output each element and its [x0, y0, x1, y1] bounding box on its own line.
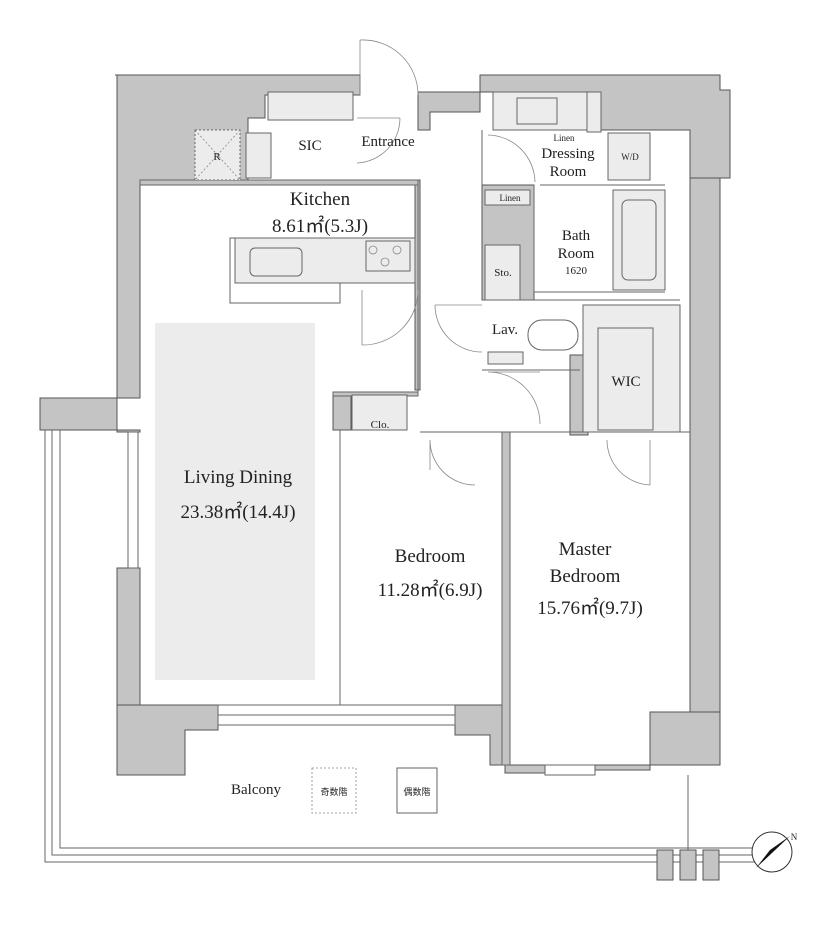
label-odd-floor: 奇数階 — [320, 786, 347, 797]
bath-size: 1620 — [565, 265, 588, 277]
master-area: 15.76㎡(9.7J) — [537, 596, 643, 619]
room-labels: R SIC Entrance Kitchen 8.61㎡(5.3J) Linen… — [180, 133, 642, 798]
master-name-1: Master — [559, 539, 612, 560]
label-wic: WIC — [611, 374, 640, 390]
bedroom-area: 11.28㎡(6.9J) — [378, 578, 483, 601]
doors — [356, 39, 651, 486]
kitchen-area: 8.61㎡(5.3J) — [272, 214, 368, 237]
bedroom-name: Bedroom — [395, 546, 466, 567]
label-clo: Clo. — [371, 419, 390, 431]
living-area: 23.38㎡(14.4J) — [180, 500, 295, 523]
label-even-floor: 偶数階 — [403, 786, 430, 797]
downpipes — [656, 849, 720, 881]
dressing-line1: Dressing — [541, 146, 595, 162]
windows — [44, 430, 760, 863]
label-lav: Lav. — [492, 322, 518, 338]
living-floor — [155, 323, 315, 680]
bath-line1: Bath — [562, 228, 591, 244]
north-arrow-icon: N — [751, 831, 798, 873]
bath-line2: Room — [558, 246, 595, 262]
label-sic: SIC — [298, 138, 321, 154]
label-r: R — [213, 151, 221, 163]
living-name: Living Dining — [184, 467, 293, 488]
label-sto: Sto. — [494, 267, 512, 279]
label-linen-top: Linen — [554, 133, 575, 143]
label-balcony: Balcony — [231, 782, 281, 798]
fixtures — [194, 91, 681, 814]
label-entrance: Entrance — [361, 134, 415, 150]
dressing-line2: Room — [550, 164, 587, 180]
label-wd: W/D — [621, 152, 639, 162]
label-linen: Linen — [500, 193, 521, 203]
compass-letter: N — [791, 832, 798, 842]
kitchen-name: Kitchen — [290, 189, 351, 210]
master-name-2: Bedroom — [550, 566, 621, 587]
